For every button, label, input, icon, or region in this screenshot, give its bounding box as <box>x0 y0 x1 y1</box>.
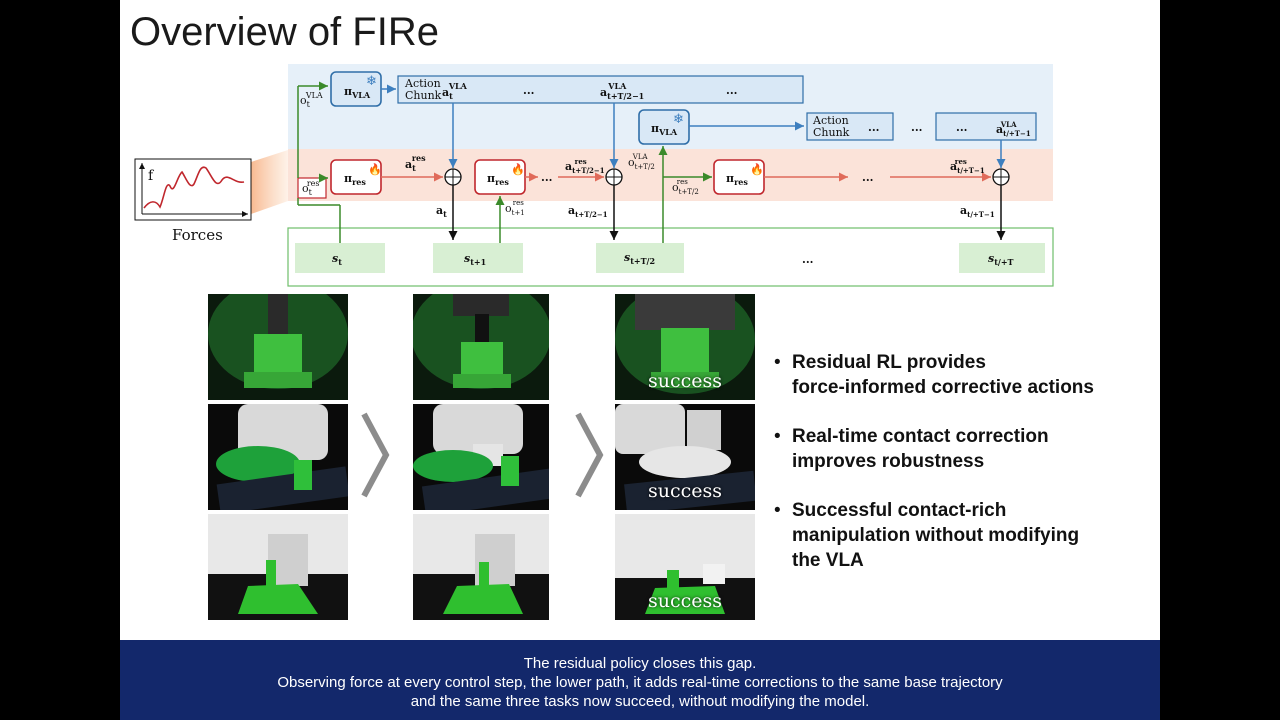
svg-text:ot+T/2res: ot+T/2res <box>672 178 699 196</box>
svg-text:Action: Action <box>812 114 849 127</box>
svg-text:Chunk: Chunk <box>813 126 850 139</box>
svg-text:...: ... <box>956 121 968 134</box>
svg-text:ot+1res: ot+1res <box>505 199 525 217</box>
photo-task1-frame2 <box>413 294 549 400</box>
state-box-3 <box>596 243 684 273</box>
forces-plot: f <box>134 150 288 221</box>
sum-node-1 <box>444 168 462 186</box>
svg-text:at+T/2−1VLA: at+T/2−1VLA <box>600 81 644 101</box>
svg-text:at+T/2−1: at+T/2−1 <box>568 204 608 219</box>
svg-text:atres: atres <box>405 153 426 173</box>
photo-task3-frame2 <box>413 514 549 620</box>
svg-text:at+T/2−1res: at+T/2−1res <box>565 157 605 175</box>
svg-text:st+T/2: st+T/2 <box>624 251 655 266</box>
svg-text:atVLA: atVLA <box>442 81 468 101</box>
photo-task1-frame1 <box>208 294 348 400</box>
action-chunk-1 <box>397 75 804 104</box>
svg-text:at: at <box>436 204 447 219</box>
state-box-4 <box>959 243 1045 273</box>
success-label: success <box>647 370 722 392</box>
svg-text:πres: πres <box>726 172 748 187</box>
svg-text:st: st <box>332 252 342 267</box>
flame-icon: 🔥 <box>750 163 764 176</box>
obs-res-box <box>297 177 327 199</box>
action-chunk-end <box>935 112 1037 141</box>
svg-text:πVLA: πVLA <box>344 85 371 100</box>
snowflake-icon: ❄ <box>673 111 684 126</box>
bullet-dot: • <box>774 426 781 447</box>
forces-label: Forces <box>172 226 223 244</box>
svg-text:Action: Action <box>404 77 441 90</box>
photo-task3-frame1 <box>208 514 348 620</box>
svg-text:...: ... <box>726 84 738 97</box>
caption-line-3: and the same three tasks now succeed, wi… <box>410 693 870 710</box>
svg-text:at/+T−1res: at/+T−1res <box>950 157 985 175</box>
svg-text:ot+T/2VLA: ot+T/2VLA <box>628 153 655 171</box>
svg-text:πres: πres <box>487 172 509 187</box>
svg-text:...: ... <box>541 171 553 184</box>
bullet-dot: • <box>774 500 781 521</box>
svg-text:at/+T−1VLA: at/+T−1VLA <box>996 120 1031 138</box>
svg-text:...: ... <box>911 121 923 134</box>
svg-text:at/+T−1: at/+T−1 <box>960 204 995 219</box>
success-label: success <box>647 590 722 612</box>
action-chunk-2 <box>806 112 894 141</box>
caption-line-1: The residual policy closes this gap. <box>523 655 757 672</box>
sum-node-2 <box>605 168 623 186</box>
sum-node-3 <box>992 168 1010 186</box>
svg-text:st/+T: st/+T <box>988 252 1014 267</box>
flame-icon: 🔥 <box>511 163 525 176</box>
vla-policy-2 <box>638 109 690 145</box>
state-box-1 <box>295 243 385 273</box>
force-axis-label: f <box>148 168 155 184</box>
state-box-2 <box>433 243 523 273</box>
svg-text:...: ... <box>868 121 880 134</box>
svg-text:st+1: st+1 <box>464 252 486 267</box>
slide-title: Overview of FIRe <box>130 10 439 54</box>
photo-task1-success: success <box>615 294 755 400</box>
flame-icon: 🔥 <box>368 163 382 176</box>
slide: Overview of FIRe f Forces otres <box>120 0 1160 640</box>
svg-text:otVLA: otVLA <box>300 91 323 109</box>
svg-text:...: ... <box>862 171 874 184</box>
photo-task2-success: success <box>615 404 755 510</box>
caption-line-2: Observing force at every control step, t… <box>277 674 1003 691</box>
photo-task2-frame2 <box>413 404 549 510</box>
chevron-right-icon <box>575 412 604 498</box>
photo-task3-success: success <box>615 514 755 620</box>
svg-text:πres: πres <box>344 172 366 187</box>
svg-text:...: ... <box>802 253 814 266</box>
success-label: success <box>647 480 722 502</box>
fire-architecture-diagram: f Forces otres otVLA πVLA ❄ Action Chunk… <box>134 64 1054 287</box>
photo-task2-frame1 <box>208 404 348 510</box>
video-caption: The residual policy closes this gap. Obs… <box>120 640 1160 720</box>
residual-band <box>288 149 1053 201</box>
state-band <box>287 227 1054 287</box>
chevron-right-icon <box>361 412 390 498</box>
bullet-dot: • <box>774 352 781 373</box>
svg-text:...: ... <box>523 84 535 97</box>
svg-text:πVLA: πVLA <box>651 122 678 137</box>
snowflake-icon: ❄ <box>366 73 377 88</box>
svg-text:otres: otres <box>302 179 320 197</box>
svg-text:Chunk: Chunk <box>405 89 442 102</box>
